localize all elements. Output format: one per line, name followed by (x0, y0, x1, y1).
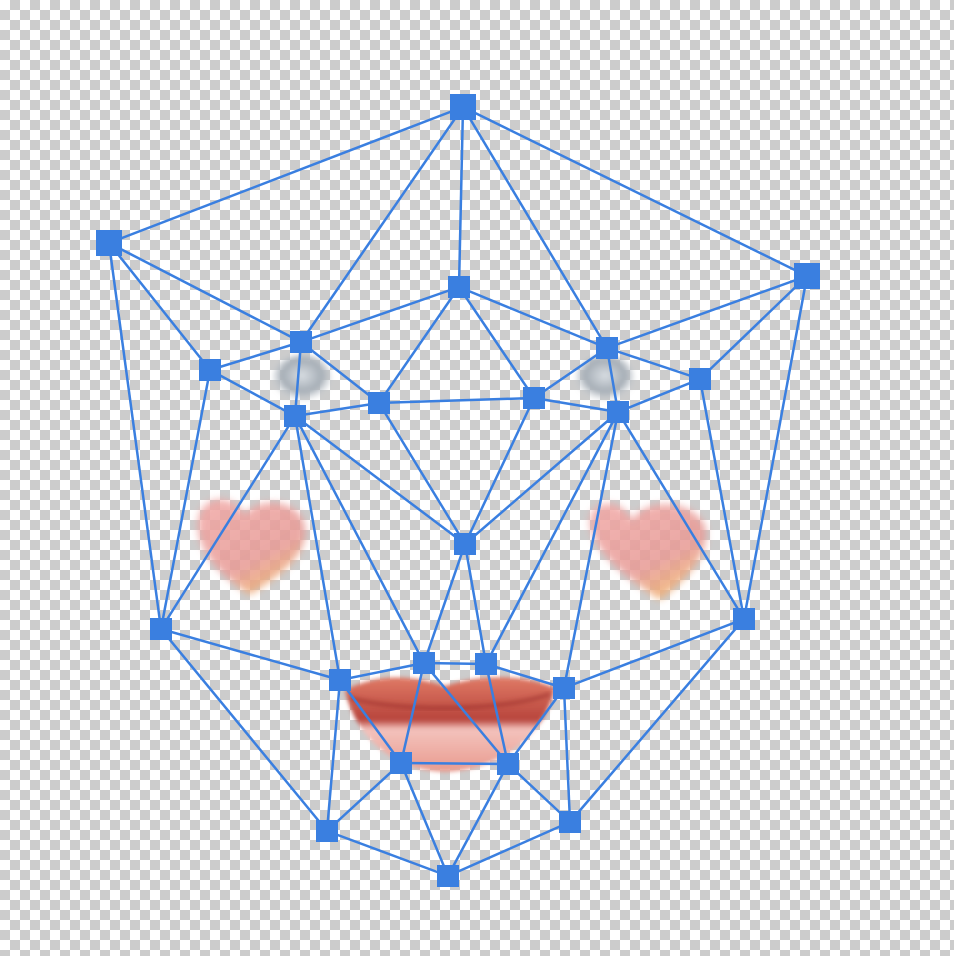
mesh-edge (339, 661, 425, 682)
mesh-edge (458, 285, 608, 350)
lips-seam (349, 692, 551, 711)
mesh-control-handle[interactable] (329, 669, 351, 691)
mesh-control-handle[interactable] (497, 753, 519, 775)
mesh-edge (107, 242, 163, 630)
mesh-control-handle[interactable] (368, 392, 390, 414)
mesh-control-handle[interactable] (559, 811, 581, 833)
mesh-control-handle[interactable] (199, 359, 221, 381)
mesh-handles[interactable] (96, 94, 820, 887)
mesh-control-handle[interactable] (390, 752, 412, 774)
mesh-edge (464, 411, 619, 545)
mesh-control-handle[interactable] (689, 368, 711, 390)
mesh-control-handle[interactable] (150, 618, 172, 640)
eye-right (575, 354, 635, 402)
mesh-edge (209, 340, 302, 372)
mesh-edge (447, 820, 571, 878)
mesh-control-handle[interactable] (523, 387, 545, 409)
mesh-control-handle[interactable] (437, 865, 459, 887)
mesh-edge (616, 411, 746, 620)
mesh-edge (108, 105, 464, 245)
mesh-control-handle[interactable] (450, 94, 476, 120)
mesh-edge (533, 346, 608, 400)
mesh-edge (399, 762, 450, 877)
mesh-edge (463, 397, 536, 545)
mesh-edge (606, 274, 808, 350)
mesh-edge (209, 368, 296, 418)
mesh-edge (293, 341, 303, 417)
mesh-edge (562, 687, 572, 823)
mesh-edge (463, 543, 488, 665)
mesh-control-handle[interactable] (454, 533, 476, 555)
mesh-edge (446, 763, 510, 877)
mesh-edge (506, 687, 566, 765)
mesh-edge (606, 346, 701, 381)
mesh-edge (300, 285, 460, 344)
mesh-edge (461, 106, 609, 349)
mesh-edge (742, 275, 809, 620)
mesh-edge (377, 286, 461, 404)
mesh-edge (399, 662, 426, 764)
lips (345, 677, 555, 772)
mesh-control-handle[interactable] (733, 608, 755, 630)
mesh-edge (108, 242, 211, 371)
mesh-control-handle[interactable] (316, 820, 338, 842)
mesh-edge (569, 618, 745, 823)
mesh-control-handle[interactable] (794, 263, 820, 289)
mesh-edge (160, 627, 341, 682)
mesh-edge (377, 402, 467, 545)
mesh-control-handle[interactable] (413, 652, 435, 674)
mesh-edge (457, 286, 536, 399)
mesh-edge (698, 378, 746, 620)
mesh-edge (108, 241, 302, 344)
mesh-edge (563, 617, 745, 690)
mesh-edge (294, 401, 380, 418)
mesh-edge (422, 543, 467, 664)
mesh-edge (159, 369, 212, 630)
mesh-edge (485, 662, 565, 690)
mesh-edge (300, 341, 380, 404)
mesh-edge (462, 105, 808, 278)
mesh-edge (484, 411, 620, 665)
mesh-control-handle[interactable] (290, 331, 312, 353)
mesh-edge (293, 415, 426, 664)
mesh-edge (326, 762, 402, 832)
mesh-control-handle[interactable] (553, 677, 575, 699)
mesh-edge (160, 628, 328, 832)
mesh-edge (457, 106, 465, 288)
mesh-lines (107, 105, 809, 878)
mesh-control-handle[interactable] (284, 405, 306, 427)
mesh-edge (423, 662, 509, 765)
mesh-edge (325, 679, 342, 832)
mesh-edge (294, 415, 466, 545)
mesh-edge (326, 829, 449, 878)
mesh-edge (159, 415, 297, 630)
mesh-edge (617, 377, 701, 414)
mesh-control-handle[interactable] (448, 276, 470, 298)
mesh-control-handle[interactable] (475, 653, 497, 675)
mesh-edge (699, 275, 808, 380)
mesh-control-handle[interactable] (96, 230, 122, 256)
mesh-edge (338, 679, 403, 764)
mesh-control-handle[interactable] (596, 337, 618, 359)
face-features-layer (197, 354, 707, 772)
eye-left (272, 354, 332, 402)
mesh-edge (378, 396, 535, 405)
blush-heart-right (589, 503, 707, 600)
mesh-edge (484, 663, 510, 765)
mesh-edge (400, 761, 509, 766)
mesh-edge (293, 415, 342, 681)
blush-heart-left (197, 499, 306, 595)
mesh-control-handle[interactable] (607, 401, 629, 423)
mesh-edge (562, 411, 620, 689)
mesh-edge (533, 396, 619, 414)
mesh-edge (299, 106, 465, 343)
